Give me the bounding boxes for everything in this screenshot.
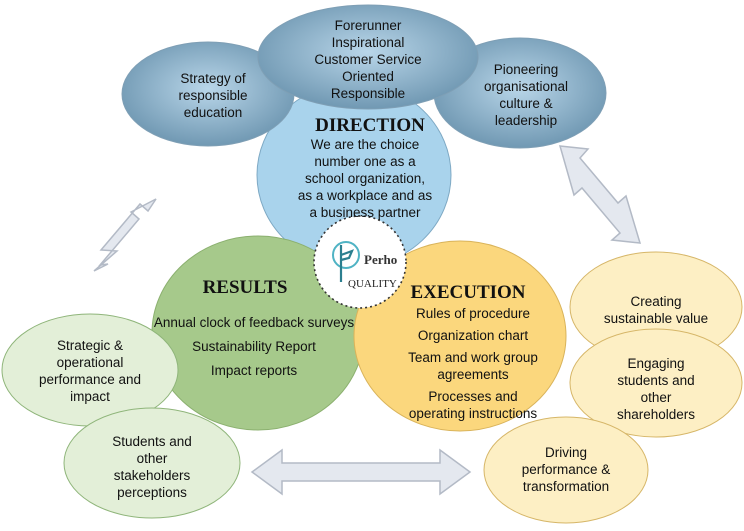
text-line: other [640, 390, 672, 405]
text-line: Creating [630, 294, 682, 309]
text-line: responsible [178, 88, 248, 103]
text-line: Students and [112, 434, 192, 449]
logo-sub: QUALITY [348, 278, 397, 290]
text-line: Pioneering [493, 62, 559, 77]
direction-title: DIRECTION [315, 115, 425, 136]
value-item: Oriented [342, 69, 394, 84]
text-line: shareholders [616, 407, 696, 422]
text-line: transformation [522, 479, 610, 494]
text-line: students and [617, 373, 695, 388]
value-item: Responsible [330, 86, 406, 101]
engaging-text: Engaging students and other shareholders [596, 355, 716, 423]
text-line: school organization, [304, 171, 426, 186]
logo-brand: Perho [364, 252, 397, 267]
text-line: other [136, 451, 168, 466]
arrow-left-diagonal [93, 198, 157, 272]
perho-quality-logo: Perho QUALITY [313, 215, 407, 309]
execution-item: operating instructions [408, 406, 538, 421]
execution-circle [353, 240, 567, 432]
text-line: We are the choice [310, 137, 420, 152]
text-line: operational [56, 355, 124, 370]
execution-item: Processes and [428, 389, 518, 404]
driving-text: Driving performance & transformation [510, 444, 622, 495]
arrow-right-diagonal [558, 145, 642, 244]
text-line: stakeholders [113, 468, 191, 483]
results-item: Impact reports [210, 363, 298, 378]
text-line: perceptions [117, 485, 187, 500]
pioneering-text: Pioneering organisational culture & lead… [465, 61, 587, 129]
creating-text: Creating sustainable value [592, 293, 720, 327]
text-line: leadership [494, 113, 558, 128]
results-title: RESULTS [202, 277, 288, 298]
results-item: Sustainability Report [192, 339, 316, 354]
text-line: performance and [38, 372, 142, 387]
engaging-ellipse [569, 328, 743, 438]
text-line: education [183, 105, 243, 120]
text-line: a business partner [309, 205, 421, 220]
text-line: impact [70, 389, 110, 404]
execution-item: agreements [437, 367, 509, 382]
values-ellipse [257, 4, 479, 110]
text-line: Strategy of [180, 71, 246, 86]
execution-item: Rules of procedure [415, 306, 531, 321]
text-line: culture & [499, 96, 553, 111]
execution-item: Team and work group [408, 350, 538, 365]
value-item: Forerunner [334, 18, 402, 33]
execution-items: Rules of procedure Organization chart Te… [398, 305, 548, 422]
value-item: Inspirational [331, 35, 405, 50]
results-items: Annual clock of feedback surveys Sustain… [146, 311, 362, 383]
results-item: Annual clock of feedback surveys [153, 315, 355, 330]
students-ellipse [63, 407, 241, 519]
text-line: Engaging [627, 356, 685, 371]
text-line: sustainable value [603, 311, 709, 326]
text-line: Strategic & [56, 338, 124, 353]
text-line: organisational [483, 79, 569, 94]
students-text: Students and other stakeholders percepti… [93, 433, 211, 501]
execution-item: Organization chart [417, 328, 529, 343]
text-line: number one as a [314, 154, 416, 169]
driving-ellipse [483, 416, 649, 524]
perho-mark-icon [332, 241, 360, 282]
text-line: as a workplace and as [297, 188, 433, 203]
values-text: Forerunner Inspirational Customer Servic… [293, 17, 443, 102]
strategy-text: Strategy of responsible education [153, 70, 273, 121]
direction-text: We are the choice number one as a school… [290, 136, 440, 221]
strategic-text: Strategic & operational performance and … [28, 337, 152, 405]
value-item: Customer Service [314, 52, 422, 67]
text-line: performance & [521, 462, 611, 477]
text-line: Driving [544, 445, 587, 460]
arrow-bottom-horizontal [250, 448, 472, 496]
execution-title: EXECUTION [410, 282, 526, 303]
